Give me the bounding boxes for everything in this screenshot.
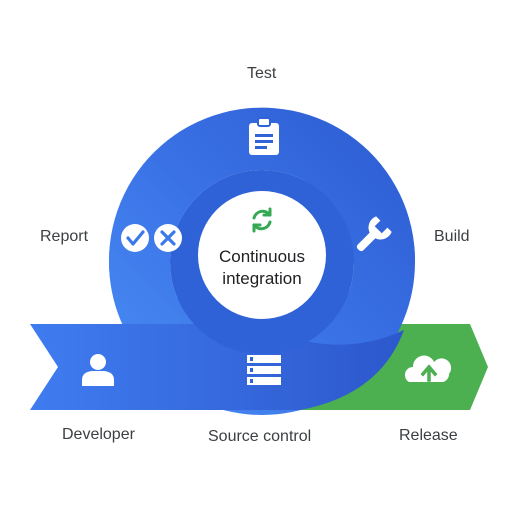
check-circle-icon — [121, 224, 149, 252]
stage-label-report: Report — [40, 228, 89, 245]
check-and-cross-icon — [121, 224, 182, 252]
center-label-line1: Continuous — [218, 247, 305, 266]
cloud-upload-icon — [404, 355, 452, 382]
center-circle — [198, 191, 326, 319]
stage-label-build: Build — [434, 228, 470, 245]
stage-label-test: Test — [247, 65, 277, 82]
source-control-bar — [30, 324, 404, 410]
person-icon — [82, 354, 114, 386]
wrench-icon — [356, 216, 392, 252]
stage-label-developer: Developer — [62, 426, 135, 443]
stage-label-source-control: Source control — [208, 428, 312, 445]
sync-arrows-icon — [252, 207, 272, 233]
center-label-line2: integration — [222, 269, 302, 288]
stage-label-release: Release — [399, 427, 458, 444]
clipboard-icon — [249, 117, 279, 155]
server-stack-icon — [247, 355, 281, 385]
center-label: Continuous integration — [196, 246, 328, 290]
